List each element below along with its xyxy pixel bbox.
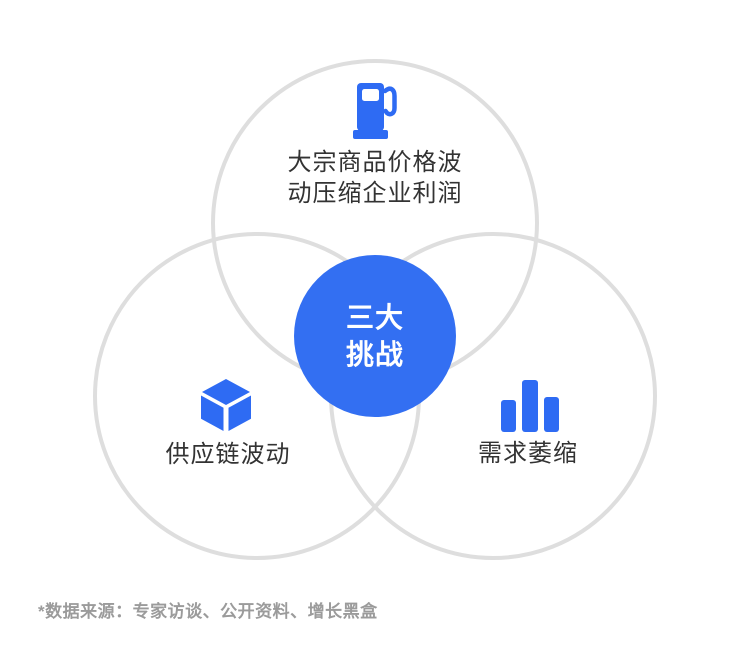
fuel-pump-icon <box>353 83 397 139</box>
bottom-left-circle-label: 供应链波动 <box>165 441 291 468</box>
top-circle-label-line2: 动压缩企业利润 <box>287 180 463 207</box>
bottom-right-circle-label: 需求萎缩 <box>478 440 578 467</box>
center-circle: 三大 挑战 <box>294 255 456 417</box>
top-circle-label: 大宗商品价格波 动压缩企业利润 <box>225 147 525 209</box>
center-label-line2: 挑战 <box>345 339 404 370</box>
top-circle-label-line1: 大宗商品价格波 <box>287 149 463 176</box>
footnote: *数据来源：专家访谈、公开资料、增长黑盒 <box>38 602 378 621</box>
cube-icon <box>198 378 254 432</box>
bar-chart-icon <box>501 380 559 432</box>
center-label-line1: 三大 <box>345 302 404 333</box>
